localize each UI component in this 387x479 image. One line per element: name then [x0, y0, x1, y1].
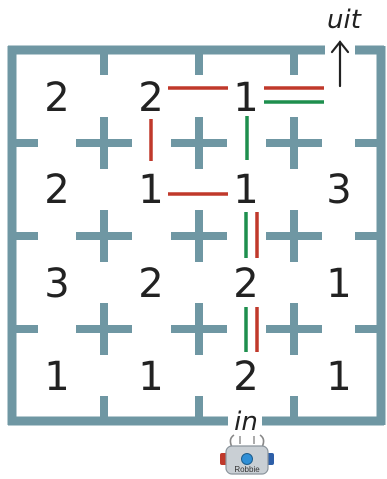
cross: [171, 303, 227, 355]
cell-number: 2: [44, 167, 69, 213]
cell-number: 1: [44, 354, 69, 400]
exit-label: uit: [327, 5, 362, 35]
cell-number: 1: [326, 354, 351, 400]
cross: [266, 303, 322, 355]
robot-icon: Robbie: [220, 434, 274, 475]
cell-number: 2: [44, 75, 69, 121]
arrow-up-icon: [330, 40, 350, 88]
entry-label: in: [234, 407, 258, 437]
robot-name-label: Robbie: [234, 465, 260, 474]
cell-number: 2: [233, 261, 258, 307]
path-green: [244, 100, 324, 352]
cross: [76, 303, 132, 355]
cell-number: 2: [138, 261, 163, 307]
cell-number: 1: [326, 261, 351, 307]
cell-number: 1: [138, 167, 163, 213]
cross: [76, 210, 132, 262]
cell-number: 1: [233, 75, 258, 121]
cross: [266, 210, 322, 262]
cell-number: 3: [44, 261, 69, 307]
cell-number: 2: [138, 75, 163, 121]
cell-number: 1: [138, 354, 163, 400]
cell-number: 1: [233, 167, 258, 213]
cross: [266, 117, 322, 169]
maze-wall-stubs: [12, 50, 381, 421]
cell-number: 2: [233, 354, 258, 400]
cell-numbers: 2 2 1 2 1 1 3 3 2 2 1 1 1 2 1: [44, 75, 351, 400]
cross: [171, 117, 227, 169]
cross: [76, 117, 132, 169]
cell-number: 3: [326, 167, 351, 213]
path-red: [149, 86, 324, 352]
cross: [171, 210, 227, 262]
maze-inner-crosses: [76, 117, 322, 355]
